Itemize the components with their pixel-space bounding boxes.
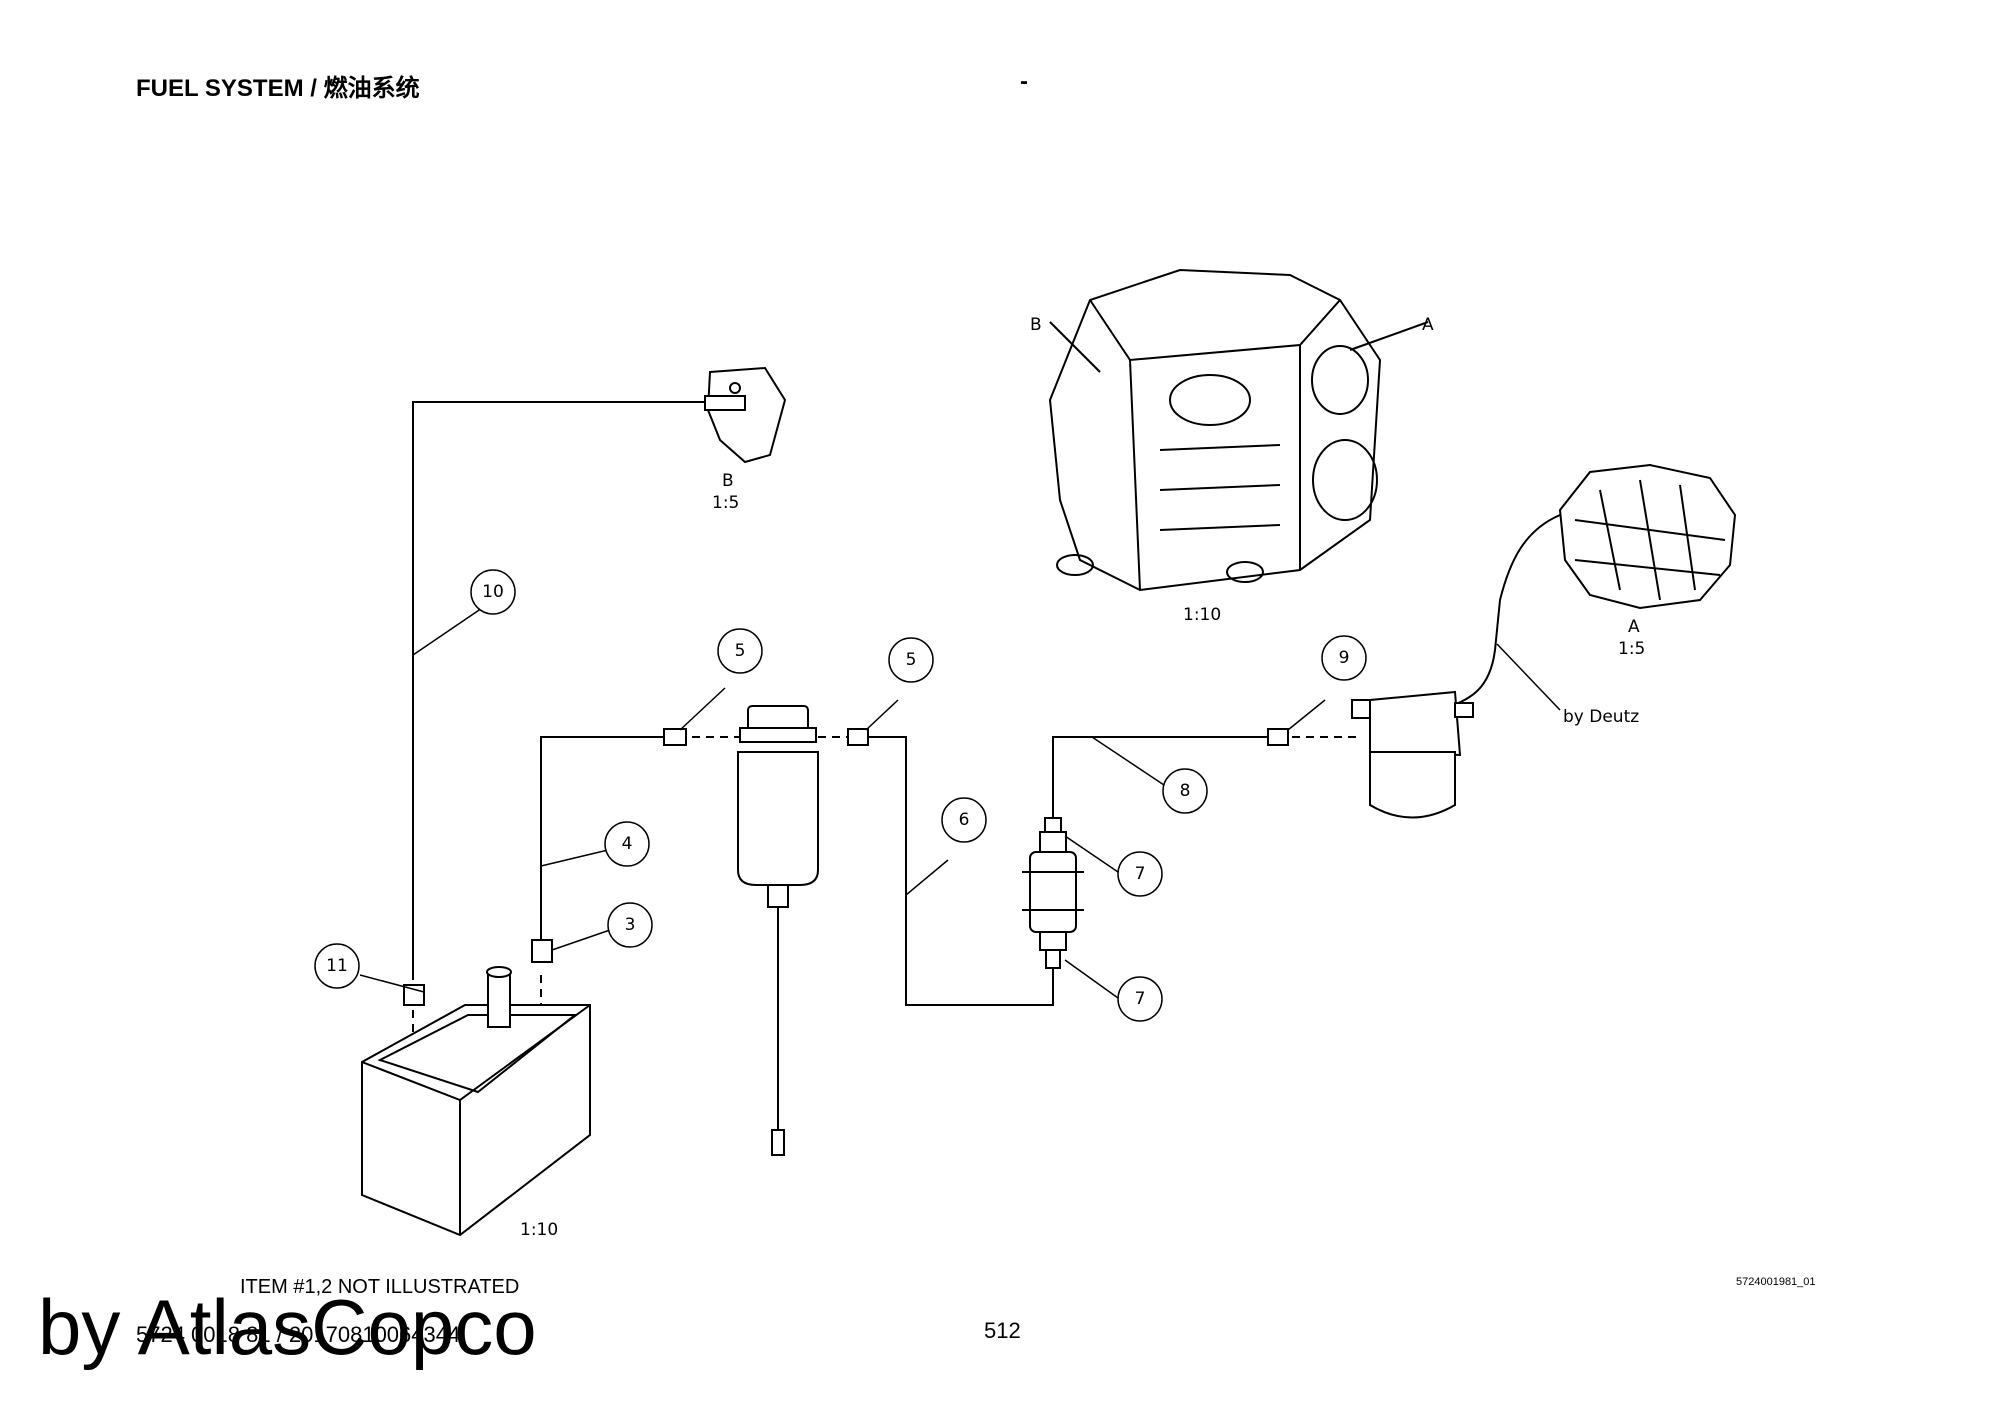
detail-b-view xyxy=(704,366,787,464)
callout-7b: 7 xyxy=(1135,989,1146,1009)
engine-ref-a: A xyxy=(1422,315,1434,335)
supplier-note: by Deutz xyxy=(1563,707,1639,727)
callout-8: 8 xyxy=(1180,781,1191,801)
detail-a-scale: 1:5 xyxy=(1618,639,1645,659)
engine-block xyxy=(1048,268,1429,592)
line-to-detail-a xyxy=(1439,514,1561,711)
detail-a-view xyxy=(1558,463,1737,610)
document-id: 5724 0018 81 / 20170810064344 xyxy=(136,1322,461,1347)
tank-scale: 1:10 xyxy=(520,1220,558,1240)
fitting-5b xyxy=(847,728,869,746)
page-title: FUEL SYSTEM / 燃油系统 xyxy=(136,75,420,102)
watermark: by AtlasCopco xyxy=(38,1283,537,1371)
not-illustrated-note: ITEM #1,2 NOT ILLUSTRATED xyxy=(240,1276,520,1298)
engine-scale: 1:10 xyxy=(1183,605,1221,625)
page-number: 512 xyxy=(984,1318,1021,1343)
callout-6: 6 xyxy=(959,810,970,830)
drawing-number: 5724001981_01 xyxy=(1736,1276,1816,1288)
callout-9: 9 xyxy=(1339,648,1350,668)
fuel-line-6 xyxy=(866,736,1054,1006)
fitting-3 xyxy=(531,939,553,963)
fuel-line-4 xyxy=(540,736,668,940)
callout-3: 3 xyxy=(625,915,636,935)
callout-7a: 7 xyxy=(1135,864,1146,884)
fuel-filter xyxy=(737,705,819,1156)
fuel-tank xyxy=(361,966,591,1237)
callout-11: 11 xyxy=(326,956,348,976)
electric-fuel-pump xyxy=(1022,817,1084,969)
title-separator: - xyxy=(1020,68,1028,95)
callout-10: 10 xyxy=(482,582,504,602)
engine-ref-b: B xyxy=(1030,315,1042,335)
callout-5b: 5 xyxy=(906,650,917,670)
fitting-9 xyxy=(1267,728,1289,746)
fuel-line-8 xyxy=(1052,736,1268,826)
callout-5a: 5 xyxy=(735,641,746,661)
fuel-line-10 xyxy=(412,401,705,980)
pre-filter xyxy=(1351,690,1474,819)
detail-b-label: B xyxy=(722,471,734,491)
detail-a-label: A xyxy=(1628,617,1640,637)
fitting-5a xyxy=(663,728,687,746)
detail-b-scale: 1:5 xyxy=(712,493,739,513)
callout-4: 4 xyxy=(622,834,633,854)
